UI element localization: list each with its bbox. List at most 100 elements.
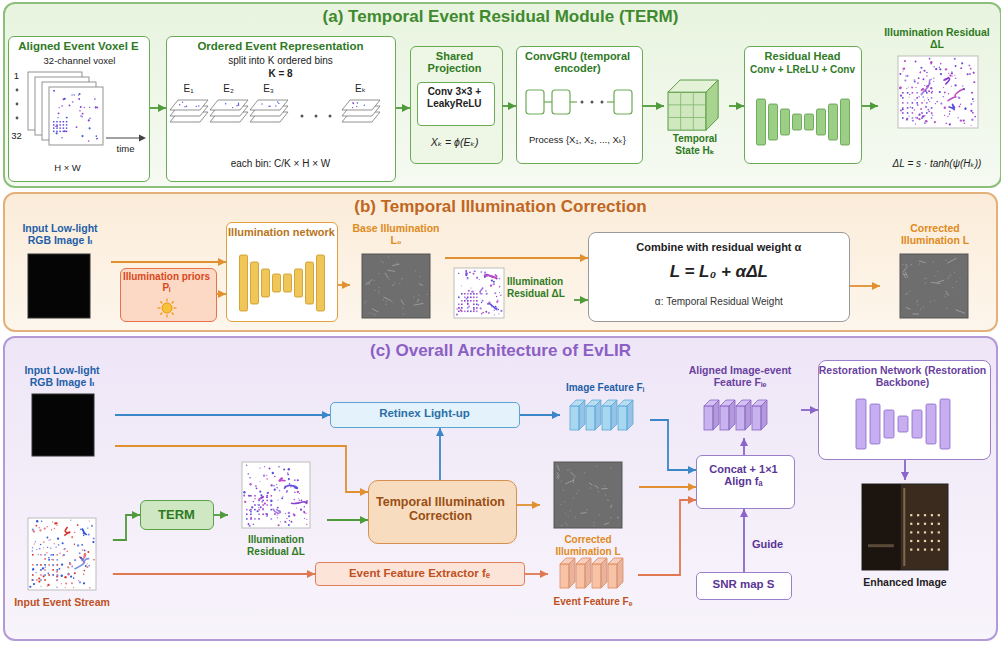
illustration-part	[378, 290, 379, 291]
node-text: Illumination Residual ΔL	[507, 276, 571, 300]
illustration-part	[467, 311, 469, 313]
illustration-part	[964, 122, 966, 124]
illustration-part	[277, 507, 279, 509]
illustration-part	[56, 575, 58, 577]
illustration-part	[484, 275, 497, 279]
illustration-part	[53, 89, 54, 90]
text-slot: (b) Temporal Illumination Correction	[3, 197, 998, 217]
illustration-part	[925, 106, 927, 108]
illustration-part	[250, 518, 252, 520]
illustration-part	[458, 304, 460, 306]
connector-arrow	[396, 107, 410, 109]
illustration-part	[458, 297, 460, 299]
illustration-part	[473, 297, 475, 299]
illustration-part	[51, 529, 52, 530]
illustration-part	[277, 101, 278, 102]
illustration-part	[224, 103, 225, 104]
illustration-part	[756, 99, 765, 145]
illustration-part	[378, 287, 379, 288]
text-slot: ΔL = s · tanh(ψ(Hₖ))	[878, 158, 996, 170]
illustration-part	[590, 487, 591, 488]
illustration-part	[57, 538, 59, 540]
illustration-part	[288, 478, 290, 480]
illustration-part	[944, 77, 950, 84]
illustration-part	[930, 301, 931, 302]
illustration-part	[919, 261, 926, 263]
node-text: Illumination network	[228, 226, 335, 239]
illustration-part	[59, 124, 61, 126]
illustration-part	[71, 94, 72, 95]
illustration-part	[65, 587, 66, 588]
illustration-part	[62, 130, 64, 132]
illustration-part	[106, 137, 140, 138]
connector-arrow	[862, 105, 878, 107]
illustration-part	[258, 509, 260, 511]
illustration-part	[259, 481, 260, 482]
illustration-part	[958, 97, 960, 99]
connector-arrow	[520, 414, 560, 416]
illustration-part	[274, 489, 276, 491]
illustration-part	[260, 506, 262, 508]
illustration-part	[304, 518, 305, 519]
node-text: Aligned Event Voxel E	[18, 40, 139, 54]
illustration-part	[276, 484, 277, 485]
node-text: L = L₀ + αΔL	[670, 262, 768, 282]
illustration-part	[258, 507, 259, 508]
text-slot: Eₖ	[346, 83, 376, 95]
illustration-part	[611, 400, 617, 430]
network-box: Illumination network	[226, 222, 338, 322]
illustration-part	[342, 100, 380, 110]
illustration-part	[59, 568, 61, 570]
illustration-part	[561, 525, 562, 526]
text-slot: Shared Projection	[410, 50, 500, 76]
illustration-part	[971, 92, 973, 94]
illustration-part	[926, 112, 928, 114]
illustration-part	[928, 90, 930, 92]
illustration-part	[484, 274, 497, 277]
voxel-box: Aligned Event Voxel E32-channel voxel132…	[8, 36, 150, 182]
illustration-part	[923, 306, 924, 307]
illustration-part	[79, 556, 81, 558]
illustration-part	[50, 554, 52, 556]
illustration-part	[287, 485, 288, 486]
illustration-part	[940, 102, 942, 104]
text-slot: Input Event Stream	[12, 596, 112, 608]
illustration-part	[912, 410, 922, 438]
illustration-part	[95, 135, 97, 137]
illustration-part	[65, 583, 67, 585]
illustration-part	[33, 583, 35, 585]
illustration-part	[297, 479, 299, 481]
illustration-part	[917, 514, 919, 516]
illustration-part	[903, 273, 906, 278]
node-text: (c) Overall Architecture of EvLIR	[370, 341, 631, 361]
illustration-part	[461, 307, 463, 309]
illustration-part	[356, 105, 357, 106]
illustration-part	[931, 112, 933, 114]
illustration-part	[936, 101, 938, 103]
head-box: Residual HeadConv + LReLU + Conv	[744, 46, 862, 164]
illustration-part	[273, 509, 281, 513]
node-text: Input Low-light RGB Image Iₗ	[12, 364, 112, 389]
connector-arrow	[850, 285, 880, 287]
connector-arrow	[574, 299, 588, 301]
illustration-part	[92, 541, 94, 543]
illustration-part	[960, 103, 961, 104]
illustration-part	[476, 304, 478, 306]
illustration-part	[917, 304, 918, 305]
illustration-part	[383, 299, 384, 300]
illustration-part	[242, 462, 310, 528]
process-box: Event Feature Extractor fₑ	[315, 562, 525, 586]
illustration-part	[564, 501, 565, 502]
illustration-part	[56, 525, 57, 526]
illustration-part	[399, 283, 400, 284]
illustration-part	[597, 487, 598, 488]
illustration-part	[971, 125, 972, 126]
illustration-part	[290, 486, 291, 487]
illustration-part	[947, 116, 948, 117]
illustration-part	[900, 95, 902, 97]
illustration-part	[272, 274, 280, 292]
text-slot: Input Low-light RGB Image Iₗ	[12, 364, 112, 389]
illustration-part	[85, 565, 87, 567]
illustration-part	[51, 559, 52, 560]
illustration-part	[944, 107, 946, 109]
